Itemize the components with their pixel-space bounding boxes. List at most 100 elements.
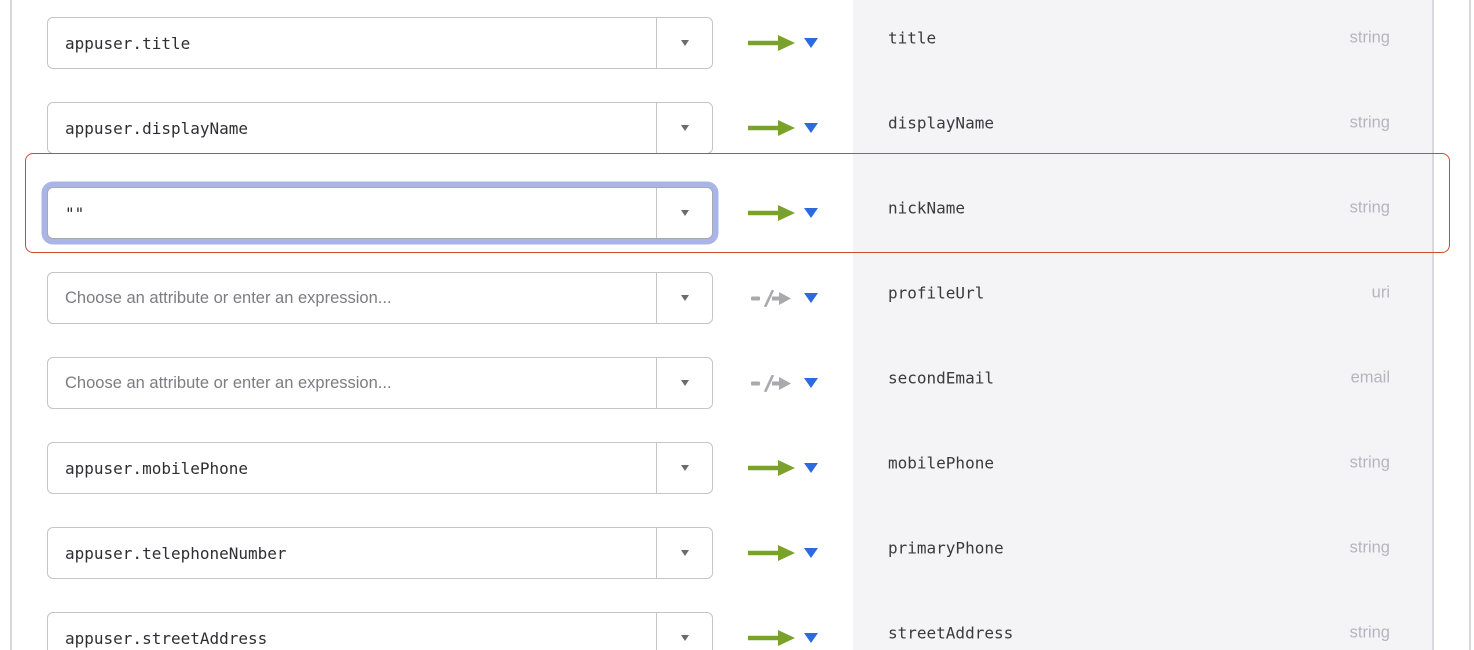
mapping-status-cell [746, 272, 796, 324]
dropdown-caret-icon [680, 635, 689, 641]
source-attribute-combobox [47, 442, 713, 494]
mapped-arrow-icon [747, 630, 795, 646]
dropdown-caret-icon [680, 295, 689, 301]
source-attribute-input[interactable] [48, 188, 656, 238]
container-right-border [1469, 0, 1471, 650]
combobox-dropdown-button[interactable] [657, 528, 712, 578]
source-attribute-combobox [47, 357, 713, 409]
combobox-dropdown-button[interactable] [657, 358, 712, 408]
target-attribute-type: string [1349, 198, 1390, 217]
expression-triangle-icon [804, 38, 818, 48]
mapped-arrow-icon [747, 205, 795, 221]
target-attribute-type: string [1349, 623, 1390, 642]
expression-triangle-icon [804, 208, 818, 218]
source-attribute-input[interactable] [48, 443, 656, 493]
mapped-arrow-icon [747, 460, 795, 476]
expression-triangle-icon [804, 633, 818, 643]
dropdown-caret-icon [680, 380, 689, 386]
combobox-dropdown-button[interactable] [657, 18, 712, 68]
mapping-status-cell [746, 527, 796, 579]
target-attribute-type: uri [1371, 283, 1390, 302]
mapping-row: mobilePhone string [0, 442, 1474, 494]
source-attribute-combobox [47, 272, 713, 324]
combobox-dropdown-button[interactable] [657, 188, 712, 238]
target-attribute-name: title [888, 28, 937, 48]
target-attribute-type: string [1349, 538, 1390, 557]
combobox-divider [655, 103, 657, 153]
target-attribute-type: string [1349, 28, 1390, 47]
combobox-divider [655, 358, 657, 408]
target-attribute-name: streetAddress [888, 623, 1014, 643]
mapping-row: displayName string [0, 102, 1474, 154]
mapping-options-dropdown[interactable] [802, 612, 820, 650]
target-attribute-type: email [1350, 368, 1390, 387]
mapping-status-cell [746, 102, 796, 154]
combobox-divider [655, 528, 657, 578]
expression-triangle-icon [804, 463, 818, 473]
expression-triangle-icon [804, 548, 818, 558]
target-attribute-name: displayName [888, 113, 994, 133]
source-attribute-combobox [47, 612, 713, 650]
source-attribute-input[interactable] [48, 358, 656, 408]
source-attribute-input[interactable] [48, 273, 656, 323]
dropdown-caret-icon [680, 125, 689, 131]
mapping-status-cell [746, 187, 796, 239]
target-attribute-name: mobilePhone [888, 453, 994, 473]
combobox-divider [655, 273, 657, 323]
source-attribute-combobox [47, 527, 713, 579]
source-attribute-input[interactable] [48, 613, 656, 650]
unmapped-arrow-icon [750, 374, 791, 392]
source-attribute-input[interactable] [48, 103, 656, 153]
mapping-status-cell [746, 17, 796, 69]
dropdown-caret-icon [680, 550, 689, 556]
mapping-options-dropdown[interactable] [802, 357, 820, 409]
combobox-divider [655, 188, 657, 238]
dropdown-caret-icon [680, 210, 689, 216]
dropdown-caret-icon [680, 465, 689, 471]
mapped-arrow-icon [747, 545, 795, 561]
mapping-row: nickName string [0, 153, 1474, 253]
source-attribute-input[interactable] [48, 18, 656, 68]
source-attribute-combobox [47, 17, 713, 69]
unmapped-arrow-icon [750, 289, 791, 307]
target-attributes-panel [853, 0, 1434, 650]
mapped-arrow-icon [747, 35, 795, 51]
mapping-options-dropdown[interactable] [802, 442, 820, 494]
container-left-border [10, 0, 12, 650]
mapping-options-dropdown[interactable] [802, 102, 820, 154]
combobox-dropdown-button[interactable] [657, 613, 712, 650]
expression-triangle-icon [804, 378, 818, 388]
mapping-options-dropdown[interactable] [802, 187, 820, 239]
target-attribute-name: primaryPhone [888, 538, 1004, 558]
combobox-dropdown-button[interactable] [657, 273, 712, 323]
source-attribute-combobox [47, 187, 713, 239]
target-attribute-name: secondEmail [888, 368, 994, 388]
mapping-options-dropdown[interactable] [802, 272, 820, 324]
mapping-row: title string [0, 17, 1474, 69]
dropdown-caret-icon [680, 40, 689, 46]
source-attribute-combobox [47, 102, 713, 154]
combobox-divider [655, 443, 657, 493]
mapping-row: secondEmail email [0, 357, 1474, 409]
source-attribute-input[interactable] [48, 528, 656, 578]
combobox-dropdown-button[interactable] [657, 103, 712, 153]
mapping-options-dropdown[interactable] [802, 17, 820, 69]
mapping-row: streetAddress string [0, 612, 1474, 650]
mapping-options-dropdown[interactable] [802, 527, 820, 579]
expression-triangle-icon [804, 123, 818, 133]
mapping-status-cell [746, 612, 796, 650]
mapping-rows: title string displayName [0, 17, 1474, 650]
mapping-row: primaryPhone string [0, 527, 1474, 579]
target-attribute-name: nickName [888, 198, 966, 218]
combobox-dropdown-button[interactable] [657, 443, 712, 493]
mapped-arrow-icon [747, 120, 795, 136]
mapping-status-cell [746, 442, 796, 494]
mapping-row: profileUrl uri [0, 272, 1474, 324]
mapping-status-cell [746, 357, 796, 409]
target-attribute-name: profileUrl [888, 283, 985, 303]
target-attribute-type: string [1349, 453, 1390, 472]
combobox-divider [655, 18, 657, 68]
combobox-divider [655, 613, 657, 650]
target-attribute-type: string [1349, 113, 1390, 132]
